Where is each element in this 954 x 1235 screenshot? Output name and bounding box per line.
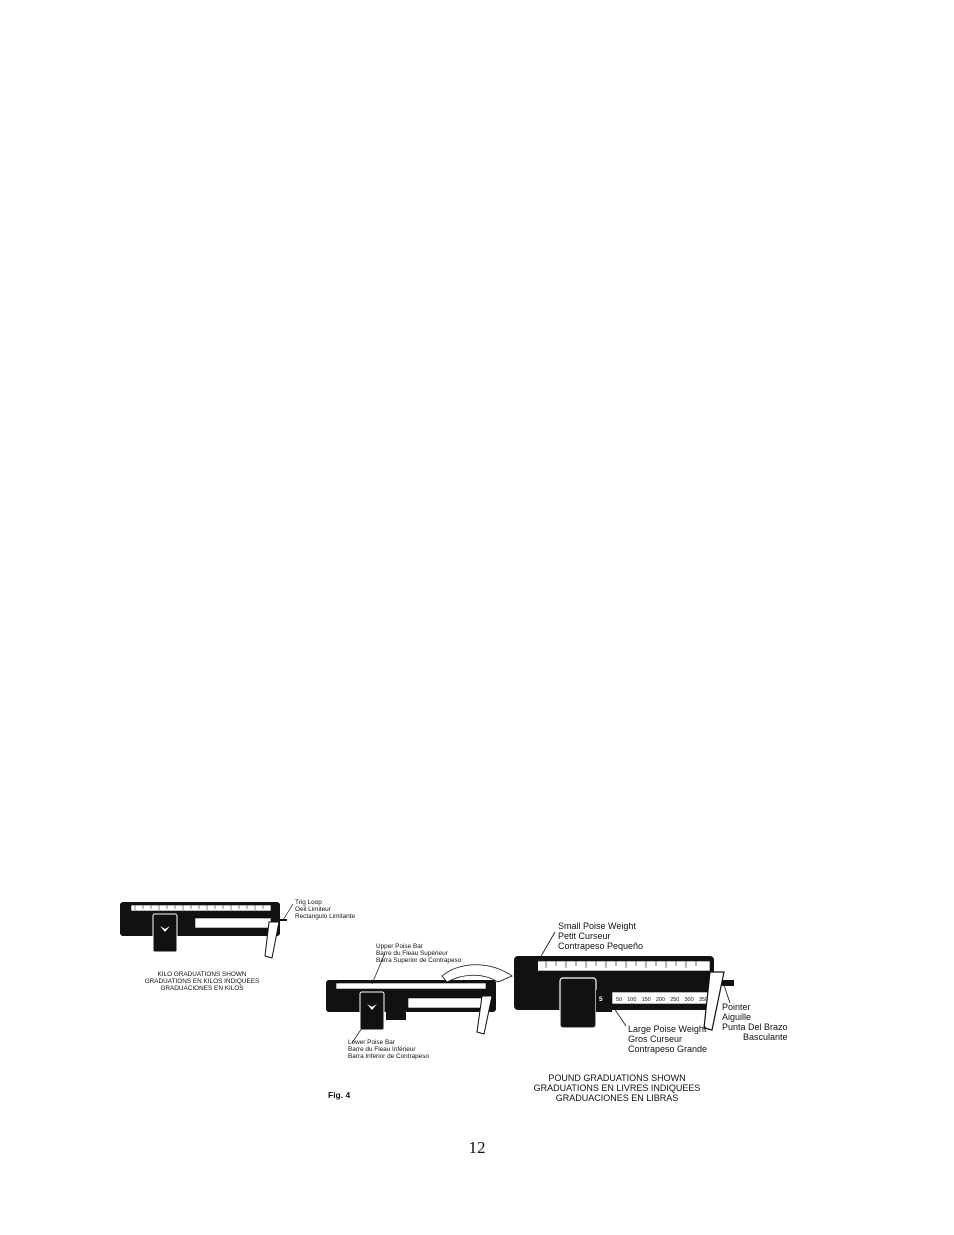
tick-label: 150 [641,997,651,1003]
tick-label: 250 [670,997,680,1003]
pound-lower-scale-ticks: 50 100 150 200 250 300 350 [616,997,708,1003]
lower-poise-bar-label: Lower Poise Bar Barre du Fleau Inférieur… [348,1039,429,1061]
kilo-caption: KILO GRADUATIONS SHOWN GRADUATIONS EN KI… [144,971,260,993]
trig-loop-label: Trig Loop Oeil Limiteur Rectangulo Limit… [295,899,356,921]
pound-scale-illustration [514,956,734,1031]
tick-label: 200 [655,997,666,1003]
tick-label: 100 [627,997,637,1003]
page-number: 12 [468,1138,486,1157]
upper-poise-bar-label: Upper Poise Bar Barre du Fleau Supérieur… [376,943,462,965]
poise-mark: 5 [599,996,603,1003]
tick-label: 50 [616,997,623,1003]
tick-label: 300 [684,997,694,1003]
large-poise-weight-label: Large Poise Weight Gros Curseur Contrape… [628,1024,708,1055]
small-poise-weight-label: Small Poise Weight Petit Curseur Contrap… [558,921,644,952]
pound-caption: POUND GRADUATIONS SHOWN GRADUATIONS EN L… [533,1073,701,1104]
tick-label: 350 [698,997,708,1003]
pointer-label: Pointer Aiguille Punta Del Brazo Bascula… [722,1002,788,1043]
figure-caption: Fig. 4 [328,1090,351,1100]
poise-bar-scale-illustration [326,964,513,1035]
kilo-scale-illustration [120,902,287,959]
